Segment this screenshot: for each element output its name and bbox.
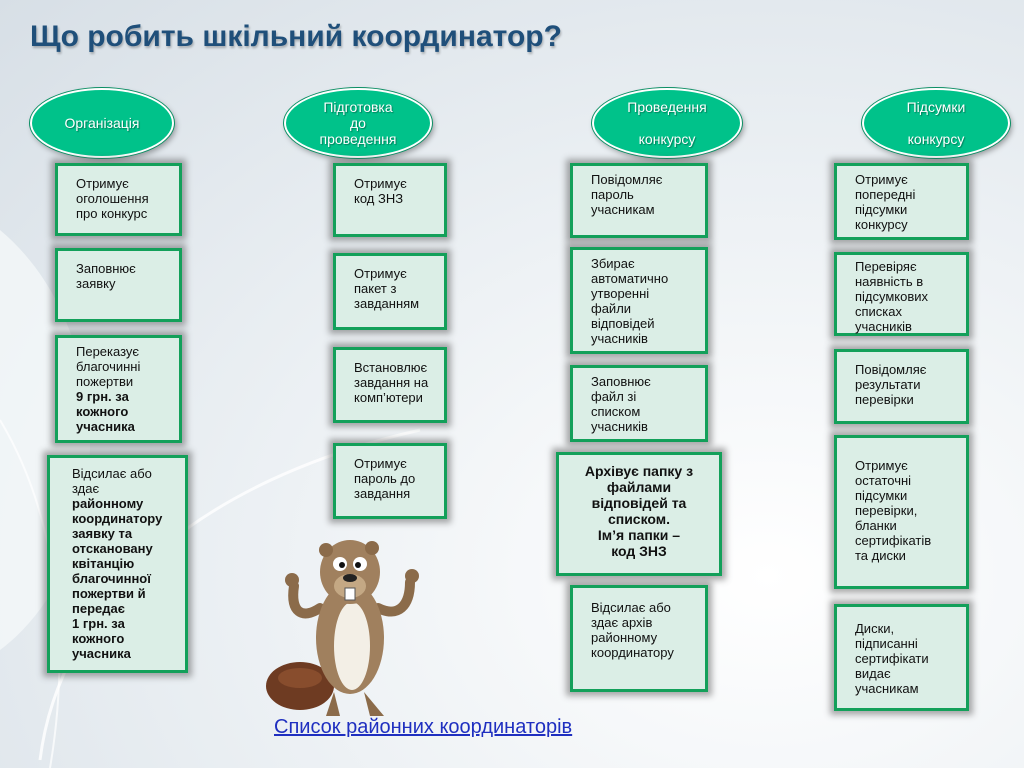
card-text: Повідомляє результати перевірки <box>855 362 927 407</box>
card-preliminary-results: Отримує попередні підсумки конкурсу <box>834 163 969 240</box>
card-bold-text: районному координатору заявку та отскано… <box>72 496 163 661</box>
card-text: Отримує попередні підсумки конкурсу <box>855 172 916 232</box>
card-text: Отримує оголошення про конкурс <box>76 176 149 221</box>
card-collect-files: Збирає автоматично утворенні файли відпо… <box>570 247 708 354</box>
beaver-mascot-icon <box>266 540 419 716</box>
header-label: Підсумки конкурсу <box>906 99 966 147</box>
card-give-certificates: Диски, підписанні сертифікати видає учас… <box>834 604 969 711</box>
card-text: Отримує остаточні підсумки перевірки, бл… <box>855 458 932 563</box>
card-archive-folder: Архівує папку з файлами відповідей та сп… <box>556 452 722 576</box>
card-receive-package: Отримує пакет з завданням <box>333 253 447 330</box>
card-final-results: Отримує остаточні підсумки перевірки, бл… <box>834 435 969 589</box>
card-text: Збирає автоматично утворенні файли відпо… <box>591 256 669 346</box>
card-receive-password: Отримує пароль до завдання <box>333 443 447 519</box>
header-preparation: Підготовка до проведення <box>284 88 432 158</box>
card-text: Заповнює файл зі списком учасників <box>591 374 651 434</box>
card-text: Архівує папку з файлами відповідей та сп… <box>584 463 694 559</box>
card-text: Отримує пароль до завдання <box>354 456 416 501</box>
header-results: Підсумки конкурсу <box>862 88 1010 158</box>
card-transfer-donations: Переказує благочинні пожертви 9 грн. за … <box>55 335 182 443</box>
card-fill-application: Заповнює заявку <box>55 248 182 322</box>
card-text: Отримує пакет з завданням <box>354 266 420 311</box>
card-text: Повідомляє пароль учасникам <box>591 172 663 217</box>
card-text: Заповнює заявку <box>76 261 136 291</box>
header-label: Проведення конкурсу <box>627 99 707 147</box>
card-text: Відсилає або здає <box>72 466 152 496</box>
card-text: Встановлює завдання на комп’ютери <box>354 360 429 405</box>
header-label: Організація <box>64 115 140 131</box>
page-title: Що робить шкільний координатор? <box>30 20 562 53</box>
header-organization: Організація <box>30 88 174 158</box>
card-report-check: Повідомляє результати перевірки <box>834 349 969 424</box>
card-announce-password: Повідомляє пароль учасникам <box>570 163 708 238</box>
district-coordinators-link[interactable]: Список районних координаторів <box>274 716 573 738</box>
card-receive-code: Отримує код ЗНЗ <box>333 163 447 237</box>
card-send-archive: Відсилає або здає архів районному коорди… <box>570 585 708 692</box>
header-conducting: Проведення конкурсу <box>592 88 742 158</box>
card-text: Переказує благочинні пожертви <box>76 344 141 389</box>
card-text: Отримує код ЗНЗ <box>354 176 407 206</box>
card-send-to-district: Відсилає або здає районному координатору… <box>47 455 188 673</box>
card-install-tasks: Встановлює завдання на комп’ютери <box>333 347 447 423</box>
card-bold-text: 9 грн. за кожного учасника <box>76 389 135 434</box>
card-receive-announcement: Отримує оголошення про конкурс <box>55 163 182 236</box>
card-text: Відсилає або здає архів районному коорди… <box>591 600 674 660</box>
card-check-lists: Перевіряє наявність в підсумкових списка… <box>834 252 969 336</box>
card-fill-participants-file: Заповнює файл зі списком учасників <box>570 365 708 442</box>
header-label: Підготовка до проведення <box>319 99 397 147</box>
card-text: Перевіряє наявність в підсумкових списка… <box>855 259 929 334</box>
card-text: Диски, підписанні сертифікати видає учас… <box>855 621 929 696</box>
